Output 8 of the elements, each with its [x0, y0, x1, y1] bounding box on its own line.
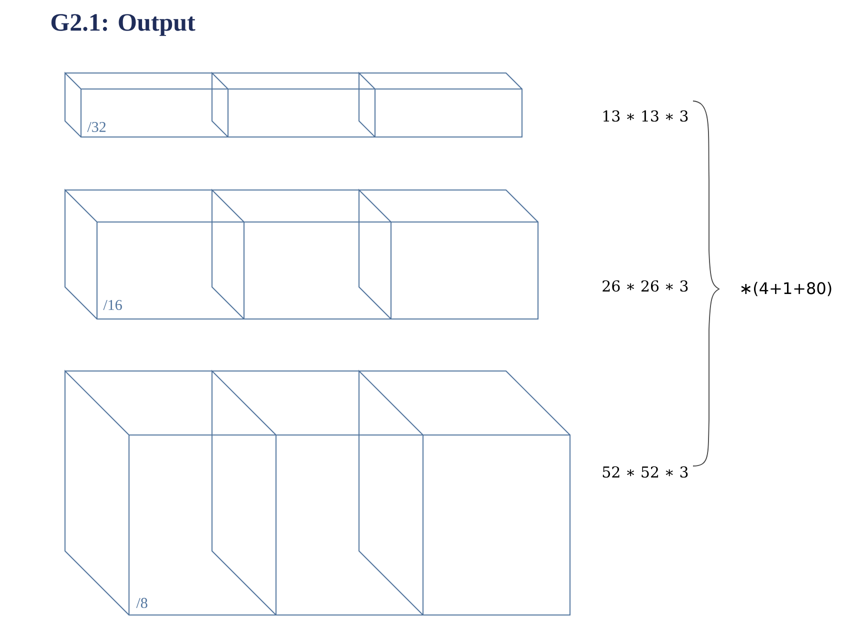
scale-label: /8: [136, 598, 148, 608]
title: G2.1: Output: [51, 14, 196, 36]
dimension-label: 52 ∗ 52 ∗ 3: [602, 466, 688, 478]
scale-label: /16: [103, 300, 122, 310]
scale-label: /32: [87, 122, 106, 132]
dimension-label: 26 ∗ 26 ∗ 3: [602, 280, 688, 292]
factor-label: ∗(4+1+80): [741, 282, 832, 296]
dimension-label: 13 ∗ 13 ∗ 3: [603, 110, 688, 122]
